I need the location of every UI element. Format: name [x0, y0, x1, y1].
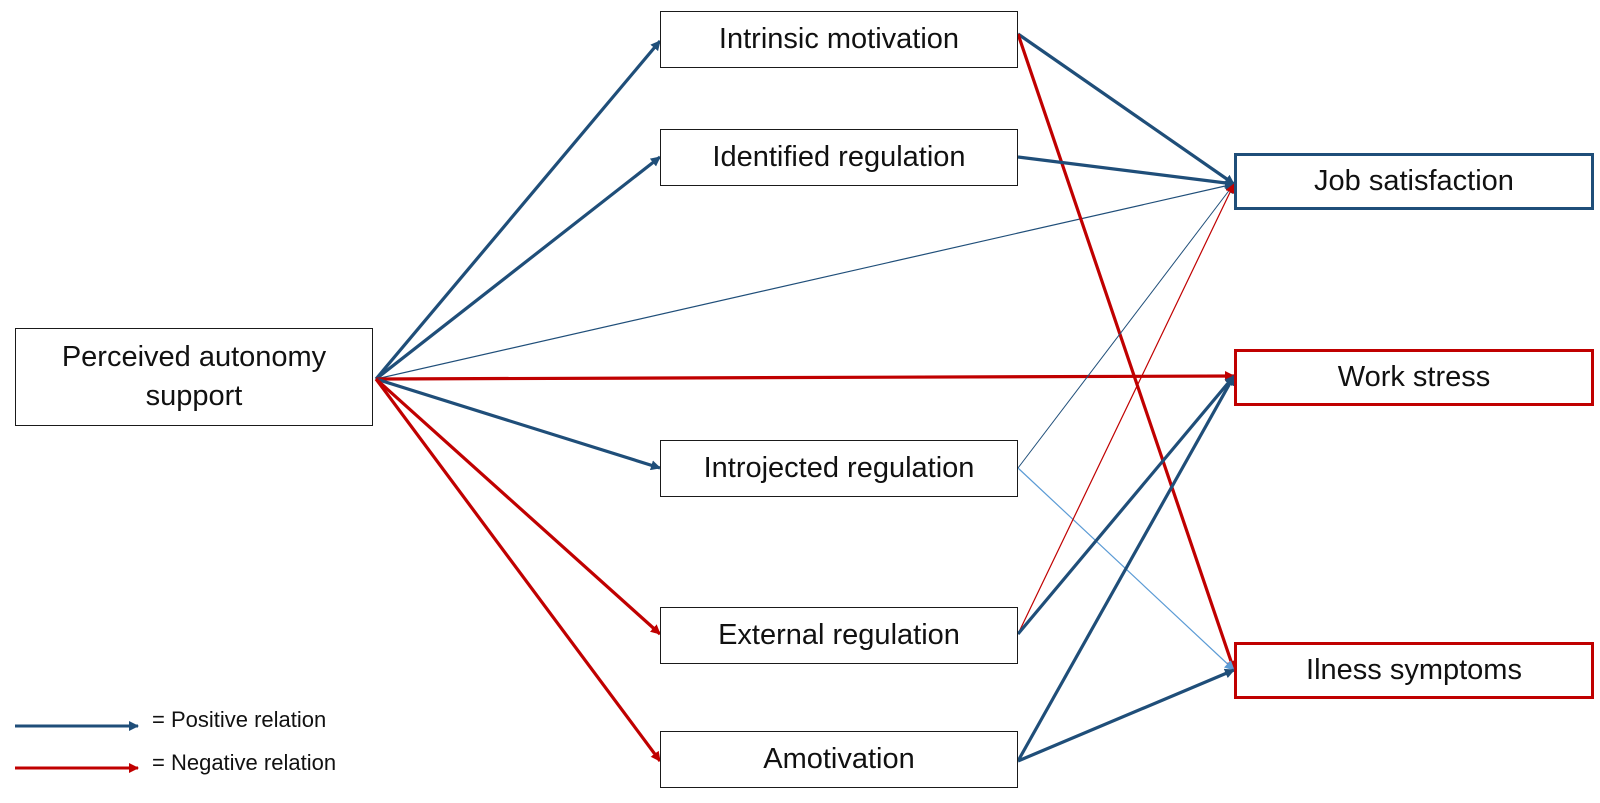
arrow-perceived-autonomy-support-to-introjected-regulation	[375, 377, 661, 471]
node-intrinsic-motivation: Intrinsic motivation	[660, 11, 1018, 68]
legend-negative-label: = Negative relation	[152, 750, 337, 775]
node-label: Work stress	[1337, 360, 1491, 393]
arrow-amotivation-to-illness-symptoms	[1017, 668, 1235, 763]
node-label: Intrinsic motivation	[718, 22, 960, 55]
arrow-identified-regulation-to-job-satisfaction	[1017, 155, 1235, 188]
node-label: Introjected regulation	[703, 451, 975, 484]
arrow-perceived-autonomy-support-to-job-satisfaction	[375, 181, 1235, 380]
node-label: Identified regulation	[712, 140, 966, 173]
node-label: Amotivation	[763, 742, 915, 775]
node-label: Perceived autonomy support	[61, 340, 327, 412]
arrow-external-regulation-to-job-satisfaction	[1017, 183, 1235, 635]
arrow-perceived-autonomy-support-to-identified-regulation	[375, 155, 661, 381]
node-illness-symptoms: Ilness symptoms	[1234, 642, 1594, 699]
node-identified-regulation: Identified regulation	[660, 129, 1018, 186]
arrow-amotivation-to-work-stress	[1016, 375, 1236, 762]
arrow-perceived-autonomy-support-to-amotivation	[374, 378, 662, 762]
node-label: Job satisfaction	[1314, 164, 1514, 197]
node-label: Ilness symptoms	[1306, 653, 1522, 686]
arrow-external-regulation-to-work-stress	[1016, 374, 1236, 636]
arrow-perceived-autonomy-support-to-external-regulation	[374, 377, 662, 636]
node-job-satisfaction: Job satisfaction	[1234, 153, 1594, 210]
legend-positive-label: = Positive relation	[152, 707, 327, 732]
arrow-intrinsic-motivation-to-illness-symptoms	[1016, 33, 1236, 671]
arrow-perceived-autonomy-support-to-intrinsic-motivation	[374, 39, 662, 381]
node-introjected-regulation: Introjected regulation	[660, 440, 1018, 497]
arrow-perceived-autonomy-support-to-work-stress	[375, 371, 1235, 382]
node-external-regulation: External regulation	[660, 607, 1018, 664]
node-work-stress: Work stress	[1234, 349, 1594, 406]
node-label: External regulation	[718, 618, 960, 651]
node-perceived-autonomy-support: Perceived autonomy support	[15, 328, 373, 426]
arrow-intrinsic-motivation-to-job-satisfaction	[1017, 32, 1235, 186]
node-amotivation: Amotivation	[660, 731, 1018, 788]
arrow-introjected-regulation-to-job-satisfaction	[1017, 183, 1235, 469]
